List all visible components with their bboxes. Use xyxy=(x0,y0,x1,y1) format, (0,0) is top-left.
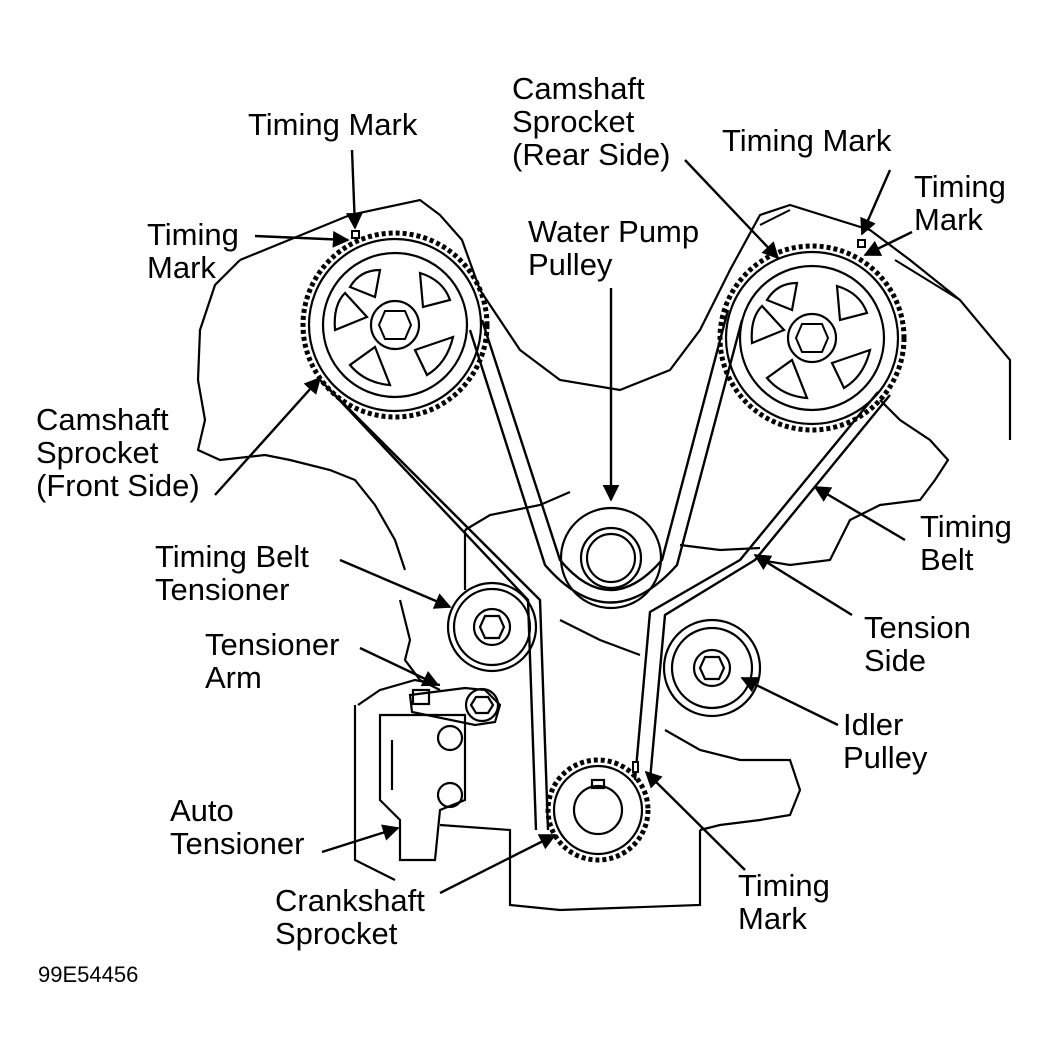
label-line: Timing xyxy=(914,169,1006,204)
sprocket-spokes xyxy=(750,281,872,400)
label-line: Timing xyxy=(147,217,239,252)
timing-belt-tensioner-pulley xyxy=(446,581,538,673)
crankshaft-sprocket xyxy=(545,757,651,863)
crank-timing-mark xyxy=(632,761,639,773)
label-tensioner-arm: Tensioner Arm xyxy=(205,628,339,694)
label-belt-tensioner: Timing Belt Tensioner xyxy=(155,540,309,606)
label-line: Side xyxy=(864,643,927,678)
label-line: Tension xyxy=(864,610,971,645)
label-camshaft-front: Camshaft Sprocket (Front Side) xyxy=(36,403,200,502)
label-line: Sprocket xyxy=(275,916,398,951)
label-tension-side: Tension Side xyxy=(864,611,971,677)
label-line: Camshaft xyxy=(36,402,169,437)
label-line: Water Pump xyxy=(528,214,700,249)
idler-pulley xyxy=(662,618,762,718)
label-timing-mark-left: Timing Mark xyxy=(147,218,239,284)
label-line: Timing xyxy=(920,509,1012,544)
label-idler-pulley: Idler Pulley xyxy=(843,708,927,774)
label-line: Sprocket xyxy=(512,104,635,139)
label-line: Mark xyxy=(147,250,216,285)
label-timing-mark-right: Timing Mark xyxy=(914,170,1006,236)
label-line: Sprocket xyxy=(36,435,159,470)
label-line: Arm xyxy=(205,660,262,695)
camshaft-sprocket-front xyxy=(300,230,490,420)
case-details xyxy=(759,209,961,301)
label-line: Camshaft xyxy=(512,71,645,106)
label-line: (Front Side) xyxy=(36,468,200,503)
label-line: Tensioner xyxy=(205,627,340,662)
label-timing-mark-bottom: Timing Mark xyxy=(738,869,830,935)
label-timing-mark-top-left: Timing Mark xyxy=(248,107,418,142)
label-line: Tensioner xyxy=(170,826,305,861)
label-line: Tensioner xyxy=(155,572,290,607)
label-crankshaft: Crankshaft Sprocket xyxy=(275,884,425,950)
label-line: (Rear Side) xyxy=(512,137,671,172)
label-camshaft-rear: Camshaft Sprocket (Rear Side) xyxy=(512,72,671,171)
label-auto-tensioner: Auto Tensioner xyxy=(170,794,304,860)
label-line: Pulley xyxy=(843,740,928,775)
label-line: Timing xyxy=(738,868,830,903)
sprocket-spokes xyxy=(333,268,455,387)
label-line: Mark xyxy=(738,901,807,936)
engine-outline xyxy=(196,198,1012,912)
tensioner-arm xyxy=(408,686,502,727)
label-line: Auto xyxy=(170,793,234,828)
label-line: Mark xyxy=(914,202,983,237)
label-line: Belt xyxy=(920,542,974,577)
label-timing-mark-top-right: Timing Mark xyxy=(722,123,892,158)
label-line: Pulley xyxy=(528,247,613,282)
leader-arrows xyxy=(214,149,913,895)
camshaft-sprocket-rear xyxy=(717,243,907,433)
water-pump-pulley xyxy=(559,506,663,610)
label-line: Idler xyxy=(843,707,904,742)
label-water-pump: Water Pump Pulley xyxy=(528,215,699,281)
label-line: Timing Belt xyxy=(155,539,309,574)
label-line: Crankshaft xyxy=(275,883,425,918)
figure-id: 99E54456 xyxy=(38,962,139,987)
auto-tensioner xyxy=(378,713,467,862)
label-timing-belt: Timing Belt xyxy=(920,510,1012,576)
